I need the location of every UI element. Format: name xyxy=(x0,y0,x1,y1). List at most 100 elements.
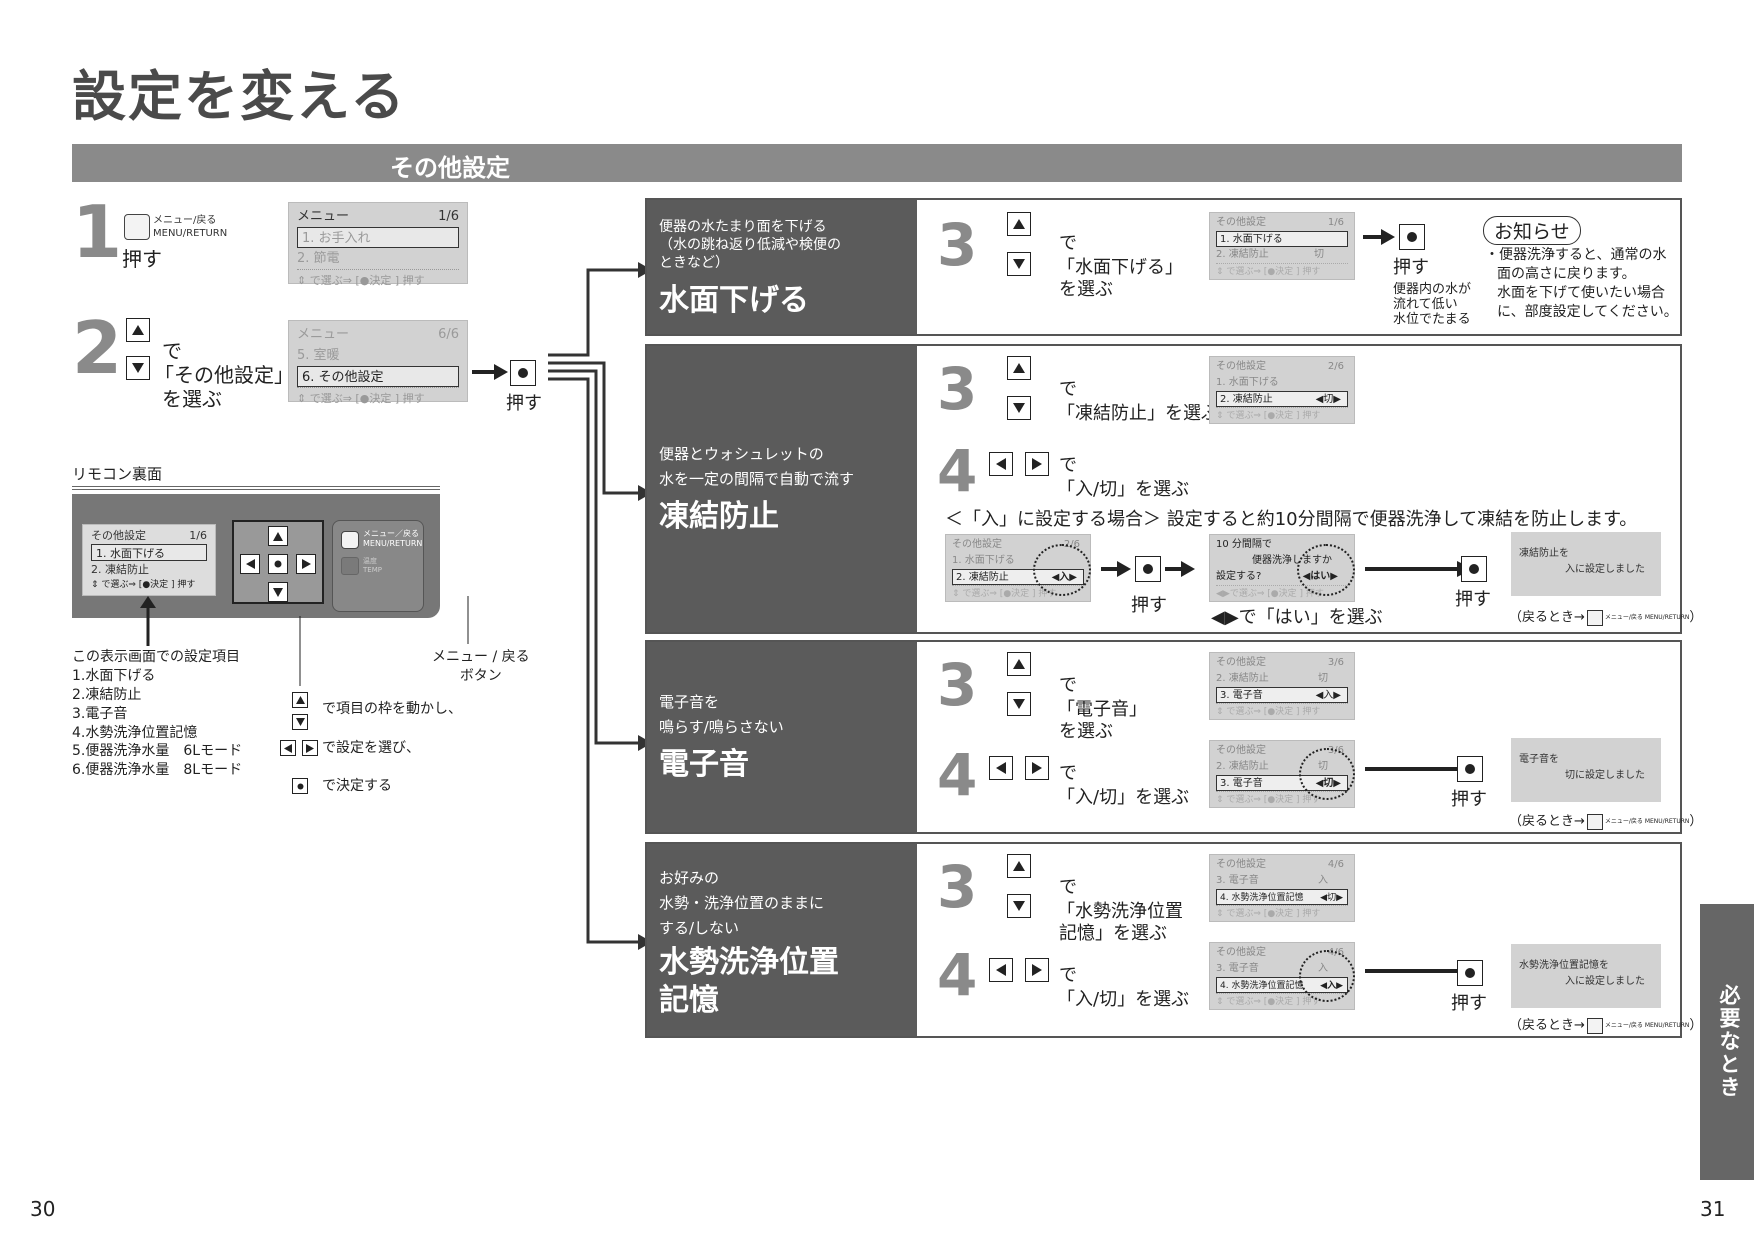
step2-select: を選ぶ xyxy=(162,387,222,411)
panel-freeze-side: 便器とウォシュレットの水を一定の間隔で自動で流す 凍結防止 xyxy=(647,346,917,632)
up-key-icon xyxy=(1007,854,1031,878)
back-hint: （戻るとき→メニュー/戻る MENU/RETURN） xyxy=(1509,1017,1703,1034)
result-message: 水勢洗浄位置記憶を入に設定しました xyxy=(1511,944,1661,1008)
left-key-icon xyxy=(989,452,1013,476)
freeze-note: ＜「入」に設定する場合＞ 設定すると約10分間隔で便器洗浄して凍結を防止します。 xyxy=(945,509,1638,530)
updown-icon: ⇕ xyxy=(1216,267,1227,277)
remote-menu-return-button[interactable] xyxy=(341,531,359,549)
step-number: 3 xyxy=(937,355,978,423)
note-choose: で設定を選び、 xyxy=(322,740,420,756)
push-label: 押す xyxy=(1393,257,1429,278)
remote-right-key[interactable] xyxy=(296,554,316,574)
push-label: 押す xyxy=(1455,589,1491,610)
note-decide: で決定する xyxy=(322,778,392,794)
panel-memory-side: お好みの水勢・洗浄位置のままにする/しない 水勢洗浄位置記憶 xyxy=(647,844,917,1036)
enter-key-icon xyxy=(292,778,308,794)
step-target: 「電子音」 xyxy=(1057,699,1147,720)
step2-push: 押す xyxy=(506,393,542,414)
step-de: で xyxy=(1059,877,1077,898)
side-tab: 必要なとき xyxy=(1700,904,1754,1180)
updown-icon: ⇕ xyxy=(297,392,310,405)
updown-icon: ⇕ xyxy=(952,589,963,599)
down-key-icon xyxy=(1007,692,1031,716)
enter-key-icon xyxy=(1399,224,1425,250)
push-note: 便器内の水が流れて低い水位でたまる xyxy=(1393,282,1472,327)
down-key-icon xyxy=(1007,252,1031,276)
remote-label: リモコン裏面 xyxy=(72,465,163,483)
result-message: 凍結防止を入に設定しました xyxy=(1511,532,1661,596)
down-key-icon xyxy=(1007,894,1031,918)
step-select: 「入/切」を選ぶ xyxy=(1057,989,1190,1010)
panel-desc: お好みの水勢・洗浄位置のままにする/しない xyxy=(659,869,825,937)
notice-title: お知らせ xyxy=(1483,216,1581,245)
remote-edge xyxy=(72,486,440,490)
menu-return-button-icon xyxy=(1586,813,1603,830)
step-select: を選ぶ xyxy=(1059,721,1113,742)
highlight-circle xyxy=(1299,748,1355,800)
enter-key-icon xyxy=(1457,960,1483,986)
remote-callout-lines xyxy=(140,596,469,686)
result-message: 電子音を切に設定しました xyxy=(1511,738,1661,802)
updown-icon: ⇕ xyxy=(297,274,310,287)
step-number: 4 xyxy=(937,437,978,505)
updown-icon: ⇕ xyxy=(1216,707,1227,717)
up-key-icon xyxy=(1007,212,1031,236)
step1-action: 押す xyxy=(122,247,162,271)
menu-return-button-icon xyxy=(1586,609,1603,626)
panel-water-level-side: 便器の水たまり面を下げる（水の跳ね返り低減や検便のときなど） 水面下げる xyxy=(647,200,917,334)
remote-up-key[interactable] xyxy=(268,526,288,546)
up-key-icon xyxy=(126,318,150,342)
step-number: 4 xyxy=(937,941,978,1009)
down-key-icon xyxy=(1007,396,1031,420)
enter-key-icon xyxy=(1461,556,1487,582)
remote-settings-list: この表示画面での設定項目 1.水面下げる 2.凍結防止 3.電子音 4.水勢洗浄… xyxy=(72,649,243,779)
step2-de: で xyxy=(162,339,182,363)
push-label: 押す xyxy=(1131,595,1167,616)
remote-down-key[interactable] xyxy=(268,582,288,602)
right-key-icon xyxy=(1025,958,1049,982)
highlight-circle xyxy=(1297,544,1355,596)
step-de: で xyxy=(1059,965,1077,986)
updown-icon: ⇕ xyxy=(1216,997,1227,1007)
enter-key-icon xyxy=(1457,756,1483,782)
panel-water-level: 便器の水たまり面を下げる（水の跳ね返り低減や検便のときなど） 水面下げる 3 で… xyxy=(645,198,1682,336)
step2-target: 「その他設定」 xyxy=(154,363,294,387)
flow-connectors xyxy=(548,262,652,950)
page-number-left: 30 xyxy=(30,1197,56,1221)
updown-icon: ⇕ xyxy=(1216,795,1227,805)
arrow-right-icon xyxy=(1363,229,1395,245)
down-key-icon xyxy=(126,356,150,380)
remote-dpad xyxy=(232,520,324,604)
note-move: で項目の枠を動かし、 xyxy=(322,701,462,717)
remote-enter-key[interactable] xyxy=(268,554,288,574)
menu-return-button-icon xyxy=(124,214,150,240)
remote-left-key[interactable] xyxy=(240,554,260,574)
step-target: 「水面下げる」 xyxy=(1057,257,1183,278)
arrow-right-icon xyxy=(1365,561,1473,577)
step1-number: 1 xyxy=(72,190,123,274)
left-key-icon xyxy=(989,958,1013,982)
step-select: 記憶」を選ぶ xyxy=(1059,923,1167,944)
notice-body: ・便器洗浄すると、通常の水 面の高さに戻ります。 水面を下げて使いたい場合 に、… xyxy=(1485,247,1678,320)
panel-desc: 電子音を鳴らす/鳴らさない xyxy=(659,693,784,736)
up-key-icon xyxy=(1007,652,1031,676)
remote-temp-button[interactable] xyxy=(341,557,359,575)
step-target: 「凍結防止」を選ぶ xyxy=(1057,403,1219,424)
panel-desc: 便器とウォシュレットの水を一定の間隔で自動で流す xyxy=(659,445,855,488)
step-target: 「水勢洗浄位置 xyxy=(1057,901,1183,922)
push-label: 押す xyxy=(1451,993,1487,1014)
menu-return-button-icon xyxy=(1586,1017,1603,1034)
panel-memory: お好みの水勢・洗浄位置のままにする/しない 水勢洗浄位置記憶 3 で 「水勢洗浄… xyxy=(645,842,1702,1038)
step-de: で xyxy=(1059,763,1077,784)
step2-number: 2 xyxy=(72,306,123,390)
updown-icon: ⇕ xyxy=(1216,411,1227,421)
